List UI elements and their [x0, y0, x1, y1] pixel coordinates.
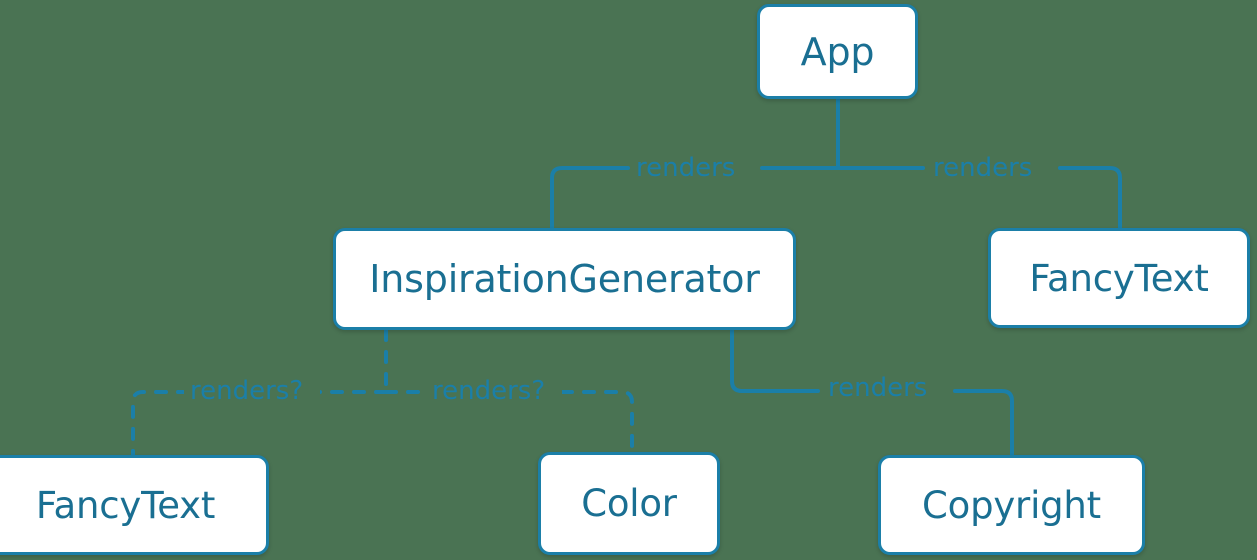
node-fancy-text-bottom[interactable]: FancyText [0, 455, 269, 555]
edge-label-inspirationgenerator-copyright: renders [828, 373, 928, 403]
edge-inspirationgenerator-to-copyright-b [953, 389, 1014, 457]
edge-inspirationgenerator-to-copyright-a [730, 328, 820, 393]
edge-label-app-inspirationgenerator: renders [636, 153, 736, 183]
node-fancy-text-bottom-label: FancyText [35, 483, 216, 527]
node-app-label: App [800, 29, 875, 74]
node-fancy-text-top[interactable]: FancyText [988, 228, 1250, 328]
node-copyright-label: Copyright [922, 483, 1101, 527]
label-mask-renders-q1 [184, 376, 320, 408]
edge-app-to-inspirationgenerator-b [550, 166, 630, 230]
node-inspiration-generator[interactable]: InspirationGenerator [333, 228, 796, 330]
node-inspiration-generator-label: InspirationGenerator [369, 257, 760, 301]
node-copyright[interactable]: Copyright [878, 455, 1145, 555]
edge-label-inspirationgenerator-color: renders? [432, 376, 546, 406]
edge-app-to-fancytext-b [1058, 166, 1122, 230]
node-color[interactable]: Color [538, 452, 720, 555]
label-mask-renders-q2 [426, 376, 562, 408]
node-color-label: Color [581, 482, 677, 525]
edge-label-app-fancytext: renders [933, 153, 1033, 183]
node-fancy-text-top-label: FancyText [1029, 256, 1209, 300]
edge-inspirationgenerator-to-fancytext-dashed [131, 390, 388, 457]
edge-label-inspirationgenerator-fancytext: renders? [190, 376, 304, 406]
edge-inspirationgenerator-to-color-dashed [384, 390, 634, 454]
node-app[interactable]: App [757, 4, 918, 99]
